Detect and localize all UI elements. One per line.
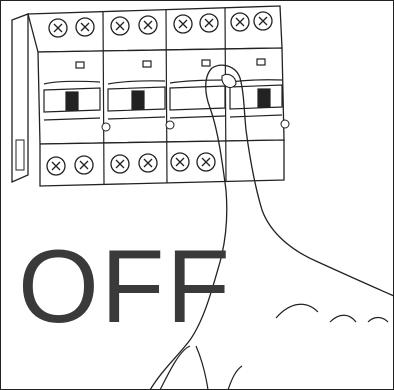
off-label: OFF xyxy=(18,235,232,339)
breaker-side-panel xyxy=(12,14,28,182)
